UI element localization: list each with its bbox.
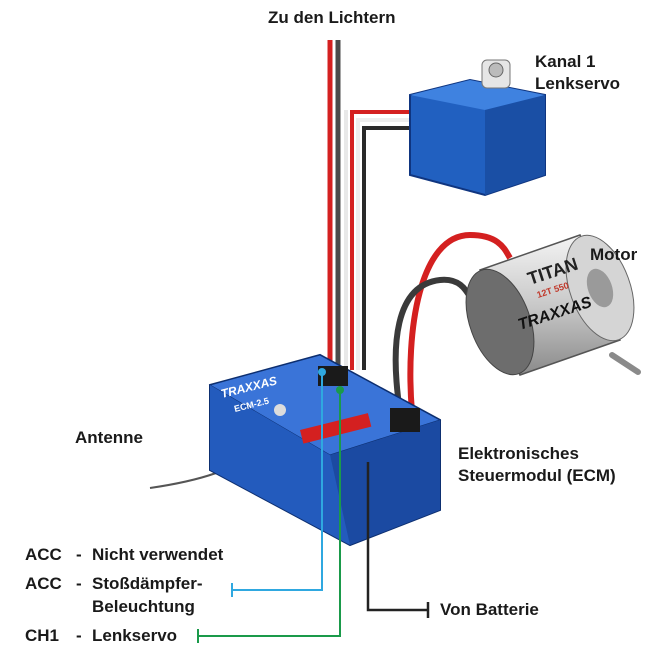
channel-port: ACC [25,574,62,593]
motor: TITAN 12T 550 TRAXXAS [465,234,641,376]
channel-desc: Stoßdämpfer- [92,574,203,593]
light-wires [327,40,348,370]
callout-battery-line [366,462,430,618]
label-servo-line2: Lenkservo [535,74,621,93]
callout-ch1-line [197,393,341,643]
label-lights: Zu den Lichtern [268,8,396,27]
label-ecm-line1: Elektronisches [458,444,579,463]
channel-desc-line2: Beleuchtung [92,597,195,616]
label-servo-line1: Kanal 1 [535,52,596,71]
channel-sep: - [76,626,82,645]
channel-sep: - [76,574,82,593]
acc-port-dot [318,368,326,376]
servo-wires [350,110,418,370]
label-motor: Motor [590,245,638,264]
label-antenna: Antenne [75,428,143,447]
ecm-motor-plug [390,408,420,432]
ch1-port-dot [336,386,344,394]
motor-wires [392,231,513,413]
channel-desc: Lenkservo [92,626,178,645]
label-ecm-line2: Steuermodul (ECM) [458,466,616,485]
ecm-module: TRAXXAS ECM-2.5 [208,353,442,547]
channel-port: CH1 [25,626,60,645]
label-battery: Von Batterie [440,600,539,619]
channel-port: ACC [25,545,62,564]
ecm-button [274,404,286,416]
servo [409,59,546,197]
channel-desc: Nicht verwendet [92,545,224,564]
callout-acc-line [231,375,323,597]
ecm-warning-label [300,413,372,444]
channel-sep: - [76,545,82,564]
